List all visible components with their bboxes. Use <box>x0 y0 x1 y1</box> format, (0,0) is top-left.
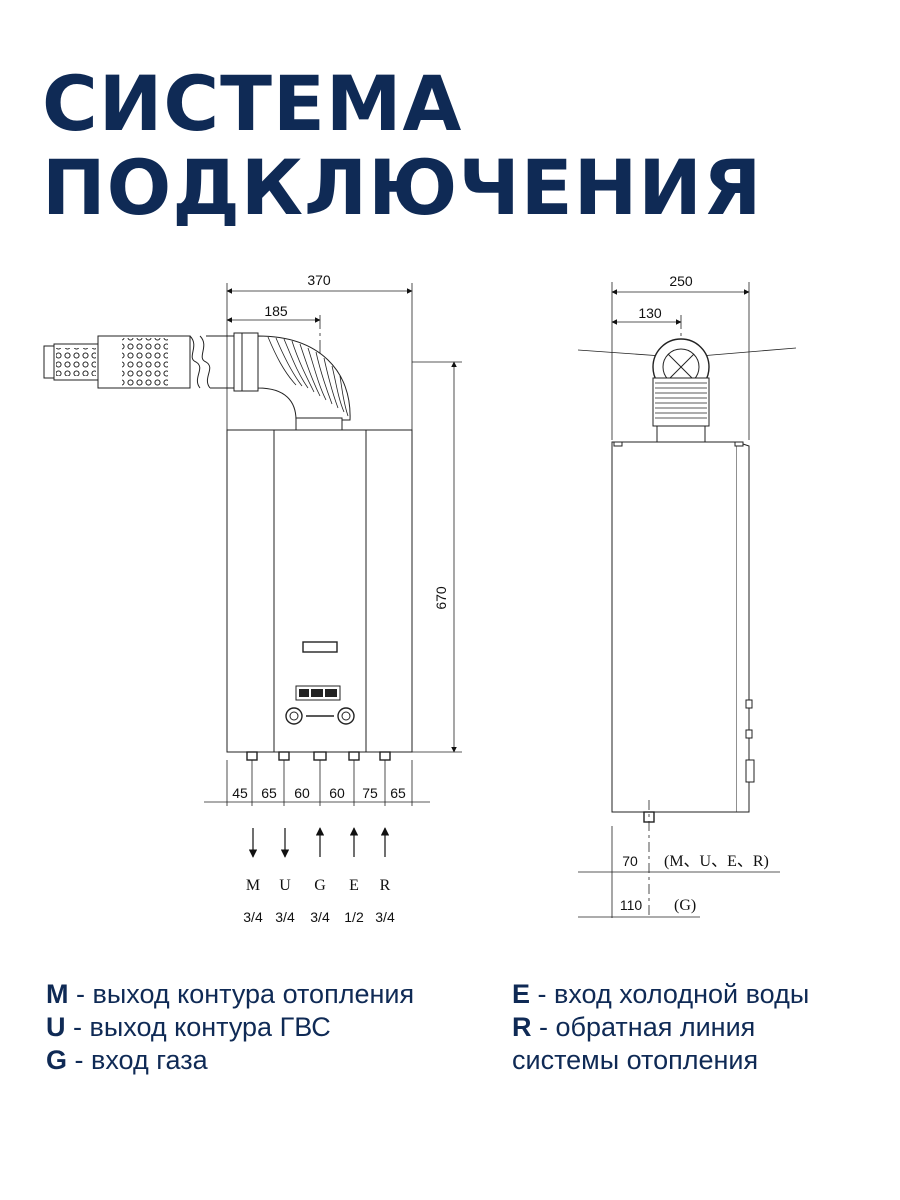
legend-row-r: R - обратная линия <box>512 1011 809 1044</box>
connection-labels: M U G E R 3/4 3/4 3/4 1/2 3/4 <box>243 877 395 925</box>
connection-size-e: 1/2 <box>344 909 364 925</box>
spacing-label-4: 60 <box>329 785 345 801</box>
spacing-label-2: 65 <box>261 785 277 801</box>
connection-letter-g: G <box>314 877 326 894</box>
legend-key-u: U <box>46 1012 66 1042</box>
side-depth-label: 250 <box>669 273 693 289</box>
legend-row-e: E - вход холодной воды <box>512 978 809 1011</box>
legend-sep-g: - <box>67 1045 92 1075</box>
side-dim-70-label: 70 <box>622 853 638 869</box>
connection-arrows <box>248 827 390 858</box>
legend-row-m: M - выход контура отопления <box>46 978 414 1011</box>
connection-size-r: 3/4 <box>375 909 395 925</box>
legend-text-e: вход холодной воды <box>554 979 810 1009</box>
legend-left: M - выход контура отопления U - выход ко… <box>46 978 414 1077</box>
connection-letter-e: E <box>349 877 359 894</box>
legend-text-u: выход контура ГВС <box>89 1012 331 1042</box>
legend-sep-r: - <box>531 1012 556 1042</box>
legend-row-r-cont: системы отопления <box>512 1044 809 1077</box>
front-width-label: 370 <box>307 272 331 288</box>
connection-letter-m: M <box>246 877 260 894</box>
connection-size-u: 3/4 <box>275 909 295 925</box>
legend-text-r: обратная линия <box>555 1012 756 1042</box>
side-label-110: (G) <box>674 897 696 914</box>
legend-text-g: вход газа <box>91 1045 208 1075</box>
front-height-label: 670 <box>433 586 449 610</box>
connection-size-g: 3/4 <box>310 909 330 925</box>
legend-row-g: G - вход газа <box>46 1044 414 1077</box>
legend-row-u: U - выход контура ГВС <box>46 1011 414 1044</box>
legend-text-m: выход контура отопления <box>92 979 415 1009</box>
legend-sep-e: - <box>530 979 555 1009</box>
title-line-2: ПОДКЛЮЧЕНИЯ <box>42 143 763 232</box>
legend-right: E - вход холодной воды R - обратная лини… <box>512 978 809 1077</box>
side-label-70: (M、U、E、R) <box>664 853 769 870</box>
title-line-1: СИСТЕМА <box>42 59 463 148</box>
spacing-label-5: 75 <box>362 785 378 801</box>
legend-key-r: R <box>512 1012 532 1042</box>
side-flue-offset-label: 130 <box>638 305 662 321</box>
page-title: СИСТЕМА ПОДКЛЮЧЕНИЯ <box>42 62 762 230</box>
front-view <box>43 283 462 806</box>
connection-letter-u: U <box>279 877 291 894</box>
spacing-label-1: 45 <box>232 785 248 801</box>
side-view-dimension-labels: 250 130 70 (M、U、E、R) 110 (G) <box>620 273 769 914</box>
legend-text-r-cont: системы отопления <box>512 1045 759 1075</box>
legend-sep-m: - <box>68 979 93 1009</box>
legend-sep-u: - <box>65 1012 90 1042</box>
front-flue-offset-label: 185 <box>264 303 288 319</box>
spacing-label-3: 60 <box>294 785 310 801</box>
front-view-dimension-labels: 370 185 670 45 65 60 60 75 65 <box>232 272 449 801</box>
side-dim-110-label: 110 <box>620 897 643 913</box>
side-view <box>577 282 797 918</box>
legend-key-e: E <box>512 979 531 1009</box>
connection-size-m: 3/4 <box>243 909 263 925</box>
spacing-label-6: 65 <box>390 785 406 801</box>
legend-key-m: M <box>46 979 69 1009</box>
connection-letter-r: R <box>380 877 391 894</box>
legend-key-g: G <box>46 1045 68 1075</box>
